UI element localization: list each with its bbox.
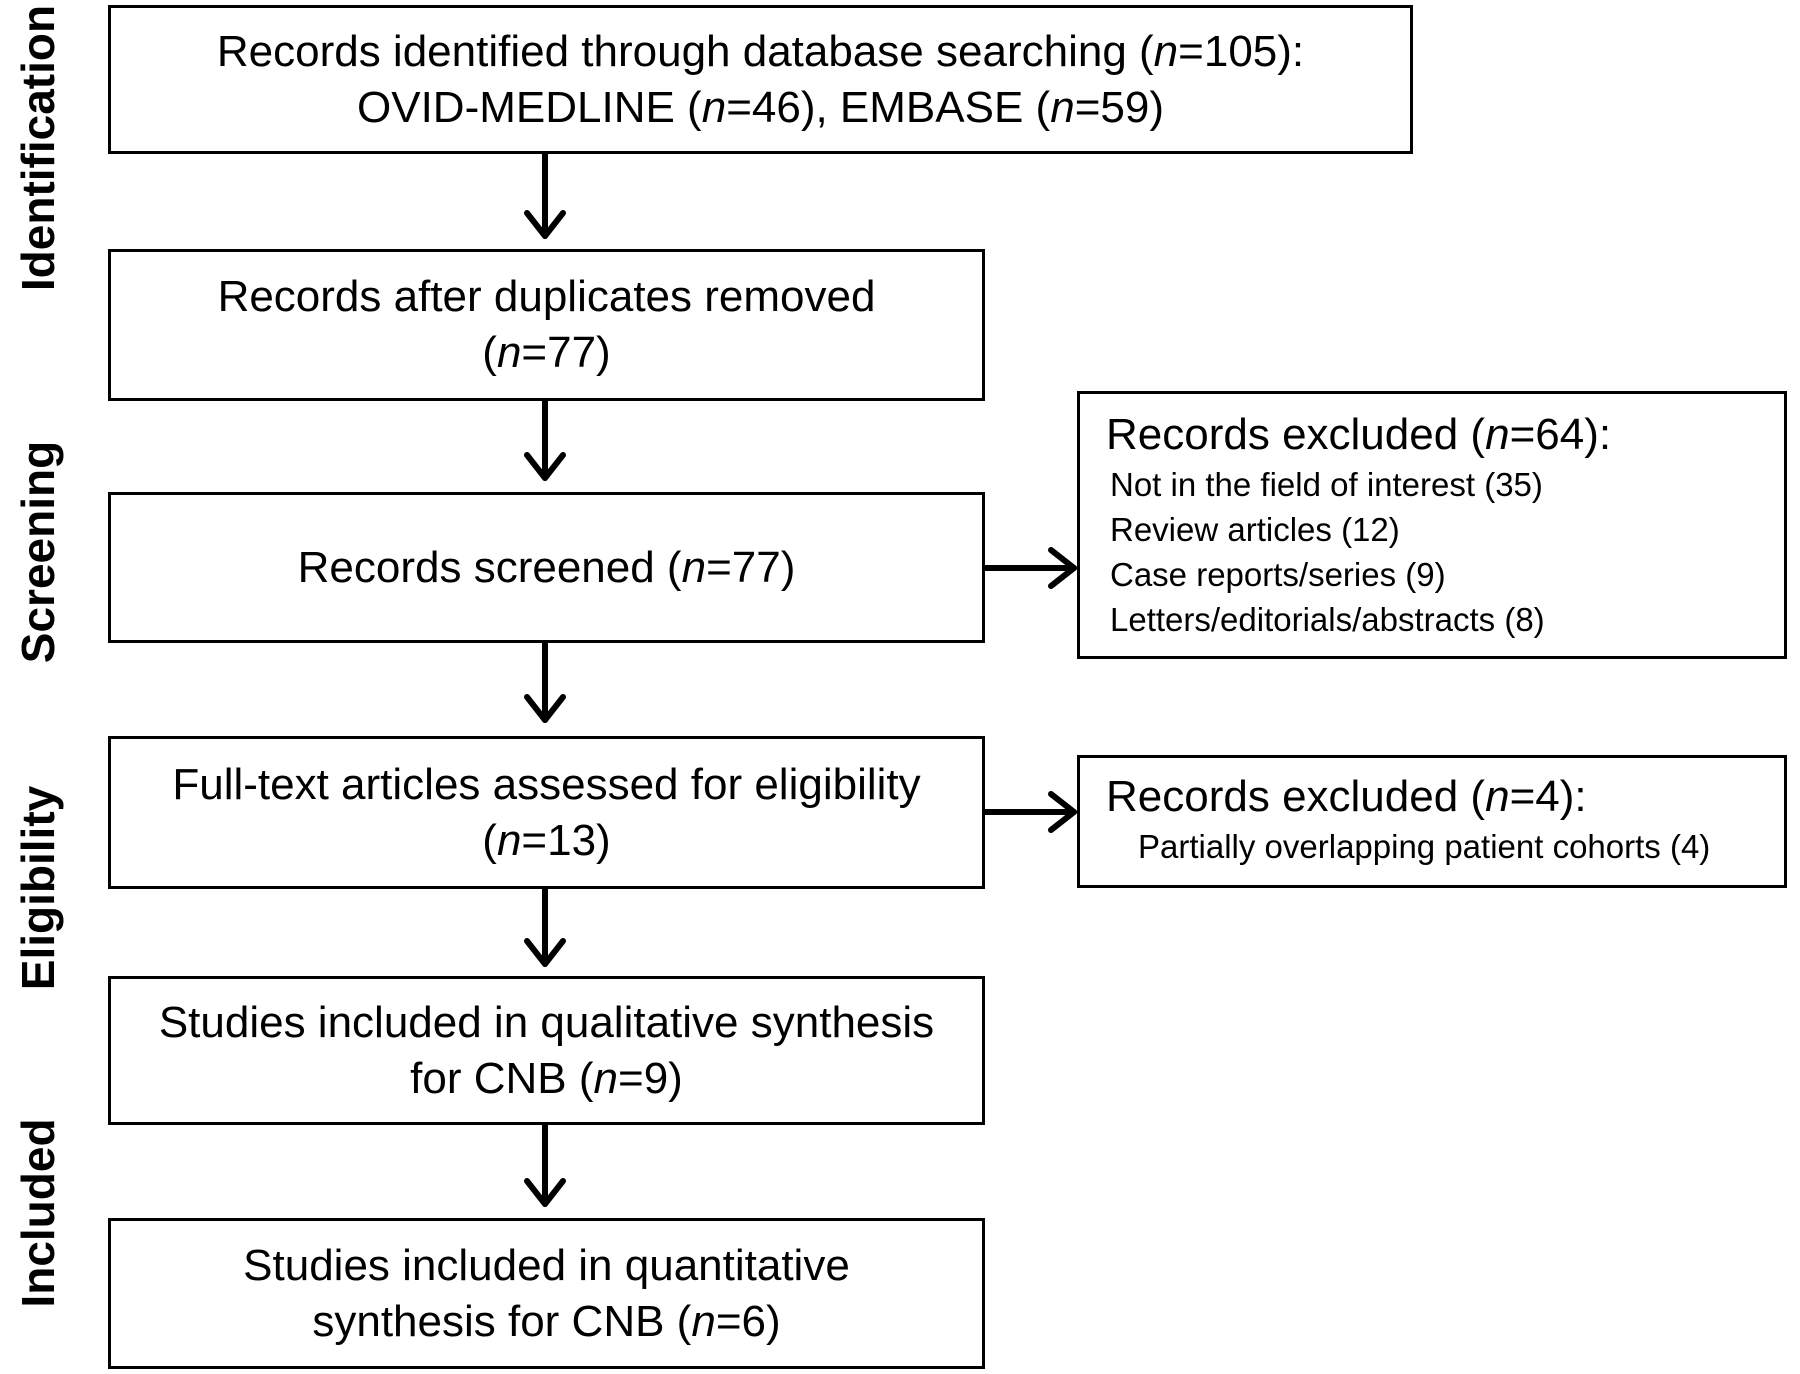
box-qualitative-synthesis: Studies included in qualitative synthesi… <box>108 976 985 1125</box>
excluded-eligibility-heading: Records excluded (n=4): <box>1106 772 1587 821</box>
qualitative-line2: for CNB (n=9) <box>410 1053 683 1103</box>
arrow-screened-to-excluded <box>981 547 1077 589</box>
records-screened-text: Records screened (n=77) <box>297 542 796 592</box>
arrow-fulltext-to-qualitative <box>524 886 566 967</box>
arrow-identified-to-deduplicated <box>524 151 566 239</box>
box-quantitative-synthesis: Studies included in quantitative synthes… <box>108 1218 985 1369</box>
box-records-excluded-screening: Records excluded (n=64): Not in the fiel… <box>1077 391 1787 659</box>
qualitative-line1: Studies included in qualitative synthesi… <box>158 997 935 1047</box>
excluded-reason-item: Case reports/series (9) <box>1110 556 1446 593</box>
arrow-screened-to-fulltext <box>524 640 566 723</box>
records-identified-line1: Records identified through database sear… <box>216 26 1305 76</box>
excluded-reason-item: Partially overlapping patient cohorts (4… <box>1138 828 1711 865</box>
excluded-reason-item: Letters/editorials/abstracts (8) <box>1110 601 1545 638</box>
records-deduplicated-line1: Records after duplicates removed <box>217 272 876 321</box>
records-identified-line2: OVID-MEDLINE (n=46), EMBASE (n=59) <box>357 82 1164 132</box>
box-records-excluded-eligibility: Records excluded (n=4): Partially overla… <box>1077 755 1787 888</box>
excluded-reason-item: Review articles (12) <box>1110 511 1400 548</box>
fulltext-line2: (n=13) <box>482 815 611 865</box>
box-fulltext-assessed: Full-text articles assessed for eligibil… <box>108 736 985 889</box>
arrow-fulltext-to-excluded <box>981 791 1077 833</box>
arrow-deduplicated-to-screened <box>524 398 566 481</box>
box-records-deduplicated: Records after duplicates removed (n=77) <box>108 249 985 401</box>
fulltext-line1: Full-text articles assessed for eligibil… <box>172 759 921 809</box>
arrow-qualitative-to-quantitative <box>524 1122 566 1207</box>
records-deduplicated-line2: (n=77) <box>482 328 611 377</box>
excluded-reason-item: Not in the field of interest (35) <box>1110 466 1543 503</box>
excluded-screening-heading: Records excluded (n=64): <box>1106 410 1612 459</box>
box-records-screened: Records screened (n=77) <box>108 492 985 643</box>
quantitative-line1: Studies included in quantitative <box>243 1240 850 1290</box>
box-records-identified: Records identified through database sear… <box>108 5 1413 154</box>
quantitative-line2: synthesis for CNB (n=6) <box>312 1296 781 1346</box>
